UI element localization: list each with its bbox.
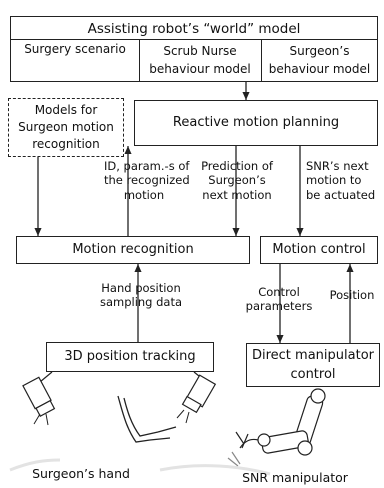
surgeon-model-line-2: behaviour model — [268, 62, 371, 76]
surgeon-models-box: Models for Surgeon motion recognition — [8, 98, 124, 157]
recognized-motion-label: ID, param.-s of the recognized motion — [104, 159, 190, 202]
scrub-nurse-cell: Scrub Nurse behaviour model — [139, 39, 262, 81]
snr-next-motion-label: SNR’s next motion to be actuated — [306, 159, 378, 202]
prediction-line-1: Prediction of — [201, 159, 273, 173]
camera-left-icon — [22, 371, 56, 426]
world-model-box: Assisting robot’s “world” model Surgery … — [10, 16, 378, 82]
prediction-line-3: next motion — [202, 187, 272, 202]
control-parameters-line-1: Control — [258, 285, 300, 299]
camera-right-icon — [176, 371, 217, 424]
position-label: Position — [329, 288, 375, 302]
snr-next-line-2: motion to — [306, 173, 362, 188]
control-parameters-label: Control parameters — [244, 285, 314, 314]
surgeon-model-line-1: Surgeon’s — [289, 44, 350, 58]
control-parameters-line-2: parameters — [245, 299, 313, 314]
surgeon-models-line-3: recognition — [32, 137, 100, 151]
direct-manipulator-line-1: Direct manipulator — [251, 348, 374, 363]
surgeon-hand-caption: Surgeon’s hand — [32, 466, 130, 481]
motion-recognition-box: Motion recognition — [16, 236, 250, 264]
watermark-arc — [9, 458, 271, 476]
surgeon-models-line-1: Models for — [34, 103, 98, 117]
scrub-nurse-line-1: Scrub Nurse — [163, 44, 237, 58]
prediction-line-2: Surgeon’s — [208, 173, 266, 188]
snr-manipulator-icon — [227, 388, 326, 467]
recognized-motion-line-3: motion — [123, 187, 165, 202]
motion-control-box: Motion control — [260, 236, 378, 264]
direct-manipulator-line-2: control — [290, 367, 336, 382]
snr-manipulator-caption: SNR manipulator — [242, 470, 348, 485]
hand-position-line-2: sampling data — [99, 295, 183, 310]
hand-position-line-1: Hand position — [101, 281, 181, 295]
direct-manipulator-box: Direct manipulator control — [246, 343, 380, 387]
surgery-scenario-label: Surgery scenario — [24, 42, 126, 56]
surgeon-hand-icon — [117, 395, 177, 443]
world-model-title: Assisting robot’s “world” model — [11, 19, 377, 40]
snr-next-line-3: be actuated — [306, 187, 376, 202]
recognized-motion-line-2: the recognized — [104, 173, 190, 188]
scrub-nurse-line-2: behaviour model — [149, 62, 251, 76]
snr-next-line-1: SNR’s next — [306, 159, 369, 173]
tracking-3d-box: 3D position tracking — [46, 342, 214, 372]
prediction-label: Prediction of Surgeon’s next motion — [196, 159, 278, 202]
surgeon-models-line-2: Surgeon motion — [18, 120, 114, 134]
hand-position-label: Hand position sampling data — [86, 281, 196, 310]
recognized-motion-line-1: ID, param.-s of — [104, 159, 190, 173]
reactive-planning-box: Reactive motion planning — [134, 100, 378, 146]
surgeon-model-cell: Surgeon’s behaviour model — [262, 39, 377, 81]
surgery-scenario-cell: Surgery scenario — [11, 39, 140, 81]
